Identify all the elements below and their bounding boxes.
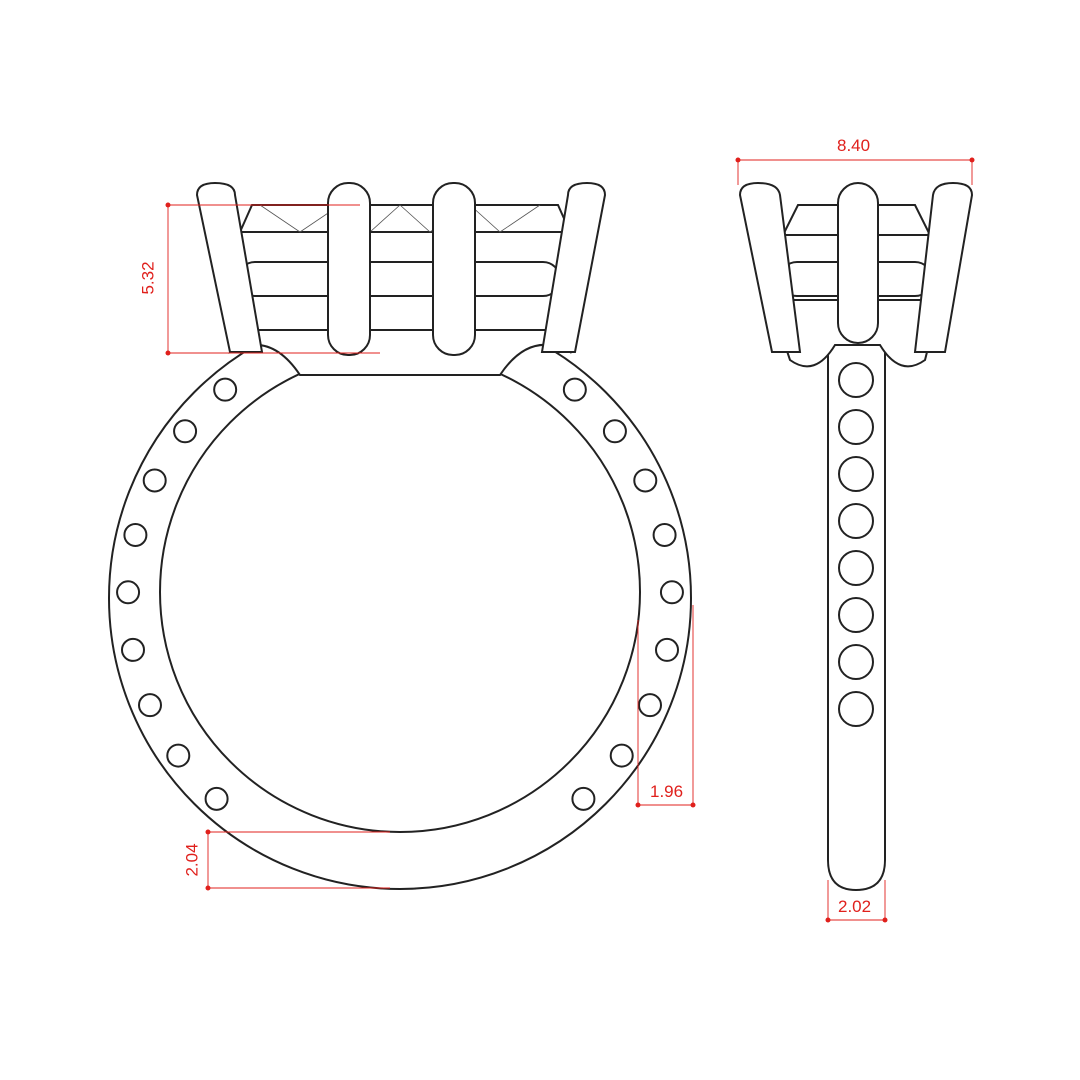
dimension-8-40 (735, 157, 975, 185)
pave-stone (116, 580, 141, 605)
side-pave-stone (838, 456, 874, 492)
pave-stone (173, 419, 198, 444)
dimension-2-04 (205, 829, 390, 891)
label-band-width: 2.02 (838, 897, 872, 916)
dimension-1-96 (635, 605, 696, 808)
side-pave-stone (838, 644, 874, 680)
label-head-height: 5.32 (138, 261, 158, 295)
label-head-width: 8.40 (837, 136, 871, 155)
side-pave-stone (838, 691, 874, 727)
pave-stone (562, 377, 587, 402)
side-prong-center (837, 182, 879, 344)
side-pave-stone (838, 503, 874, 539)
pave-stone (571, 786, 596, 811)
side-pave-stone (838, 597, 874, 633)
pave-stone (213, 377, 238, 402)
pave-stone (166, 743, 191, 768)
pave-stone (652, 522, 677, 547)
pave-stone (123, 522, 148, 547)
pave-stone (142, 468, 167, 493)
band-inner (159, 351, 641, 833)
side-prong-left (738, 181, 802, 353)
side-pave-stone (838, 362, 874, 398)
prong-4 (540, 181, 607, 353)
pave-stone (659, 580, 684, 605)
front-view (108, 181, 692, 890)
side-pave-stones (838, 362, 874, 727)
prong-2 (327, 182, 371, 356)
pave-stone (137, 693, 162, 718)
stone-facets (259, 204, 541, 233)
front-pave-stones (116, 377, 684, 811)
pave-stone (120, 637, 145, 662)
pave-stone (609, 743, 634, 768)
pave-stone (204, 786, 229, 811)
dimension-2-02 (825, 880, 888, 923)
side-pave-stone (838, 550, 874, 586)
pave-stone (602, 419, 627, 444)
pave-stone (638, 693, 663, 718)
side-pave-stone (838, 409, 874, 445)
dimension-5-32 (165, 202, 380, 356)
label-band-thickness-side: 1.96 (650, 782, 684, 801)
prong-3 (432, 182, 476, 356)
pave-stone (633, 468, 658, 493)
side-prong-right (913, 181, 974, 353)
label-band-thickness-bottom: 2.04 (182, 843, 202, 877)
pave-stone (655, 637, 680, 662)
side-view (738, 181, 974, 892)
gallery-rail (237, 261, 561, 297)
prong-1 (195, 181, 264, 353)
